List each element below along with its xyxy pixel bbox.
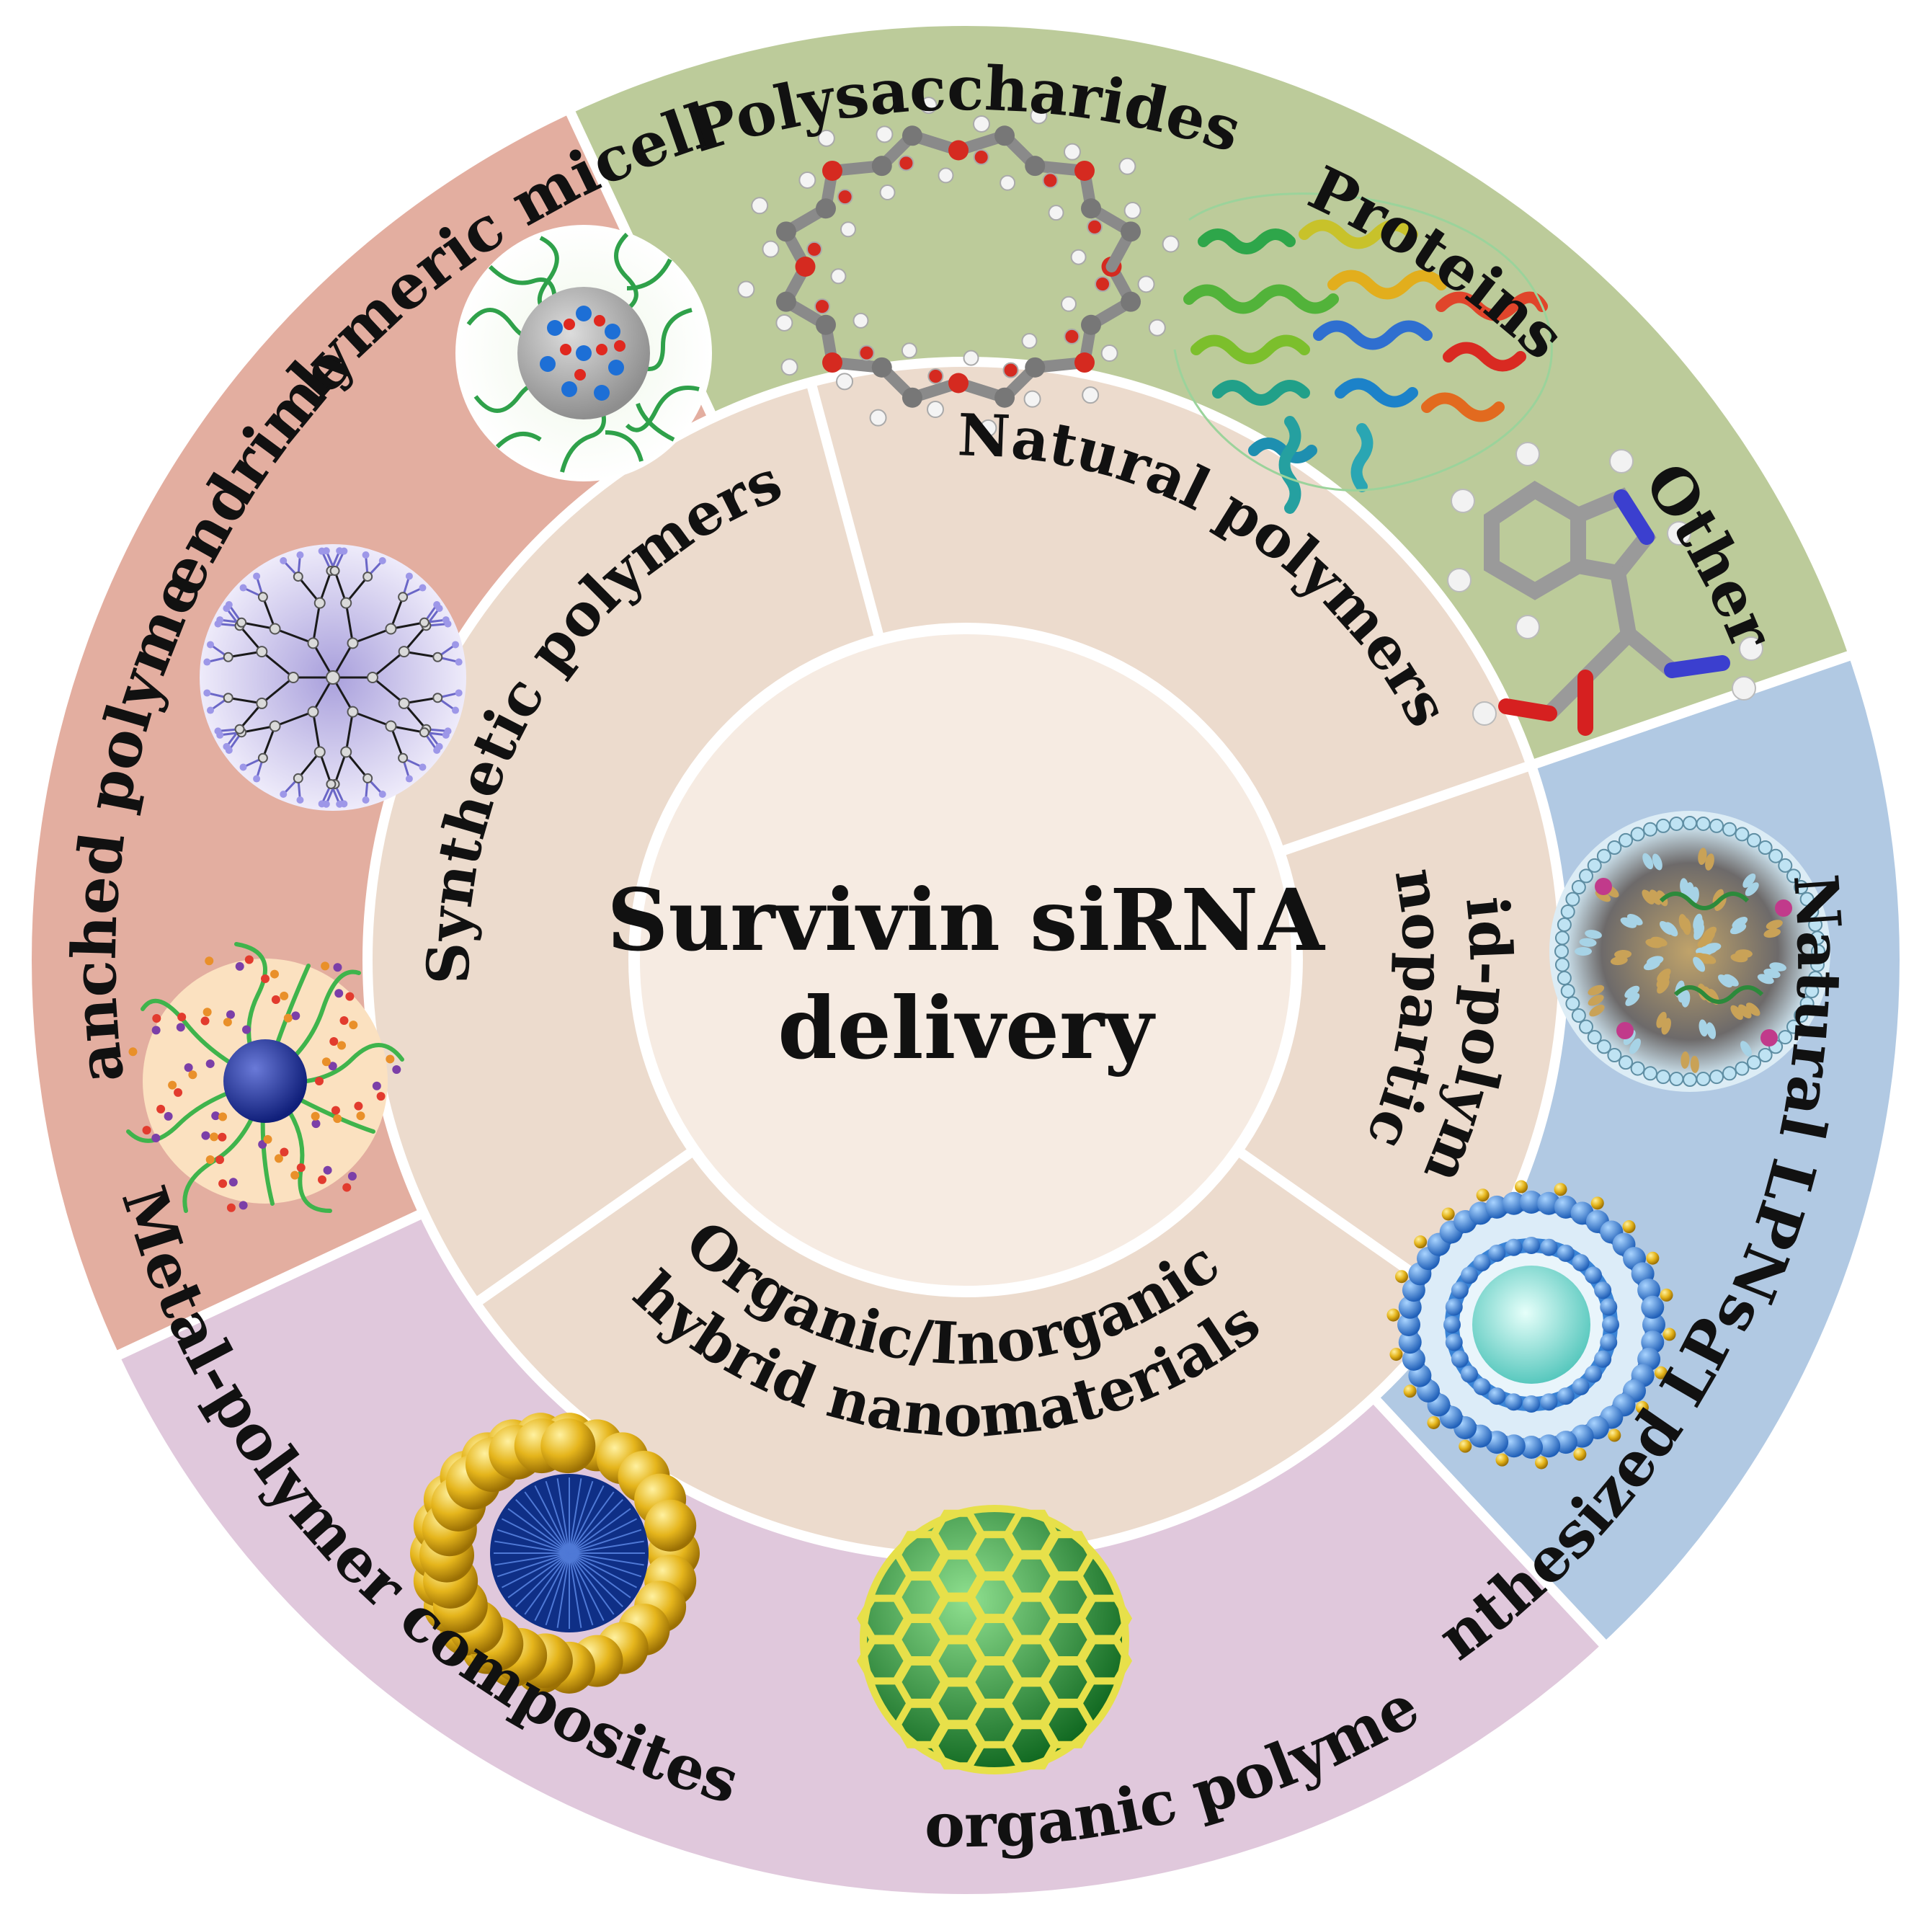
polysaccharide-ring-icon [737,97,1180,437]
synthesized-lpn-icon [1386,1180,1676,1470]
small-molecule-icon [1447,442,1763,736]
middle-sector-hybrid [476,1150,1456,1558]
center-title-line1: Survivin siRNA [607,870,1325,970]
branched-polymer-icon [126,942,404,1213]
natural-lpn-icon [1549,811,1830,1092]
center-title-line2: delivery [778,978,1156,1078]
protein-ribbon-icon [1173,192,1553,514]
metal-polymer-composite-icon [410,1413,700,1694]
inorganic-polymer-cage-icon [856,1505,1133,1774]
dendrimer-icon [200,544,466,811]
middle-sector-synthetic [367,382,880,1304]
outer-sector-hybrid [116,1212,1605,1897]
middle-sector-lipid [1237,765,1564,1304]
middle-sector-natural [811,361,1531,853]
polymeric-micelle-icon [455,225,712,481]
middle-ring [367,361,1564,1558]
center-disk [628,623,1303,1297]
